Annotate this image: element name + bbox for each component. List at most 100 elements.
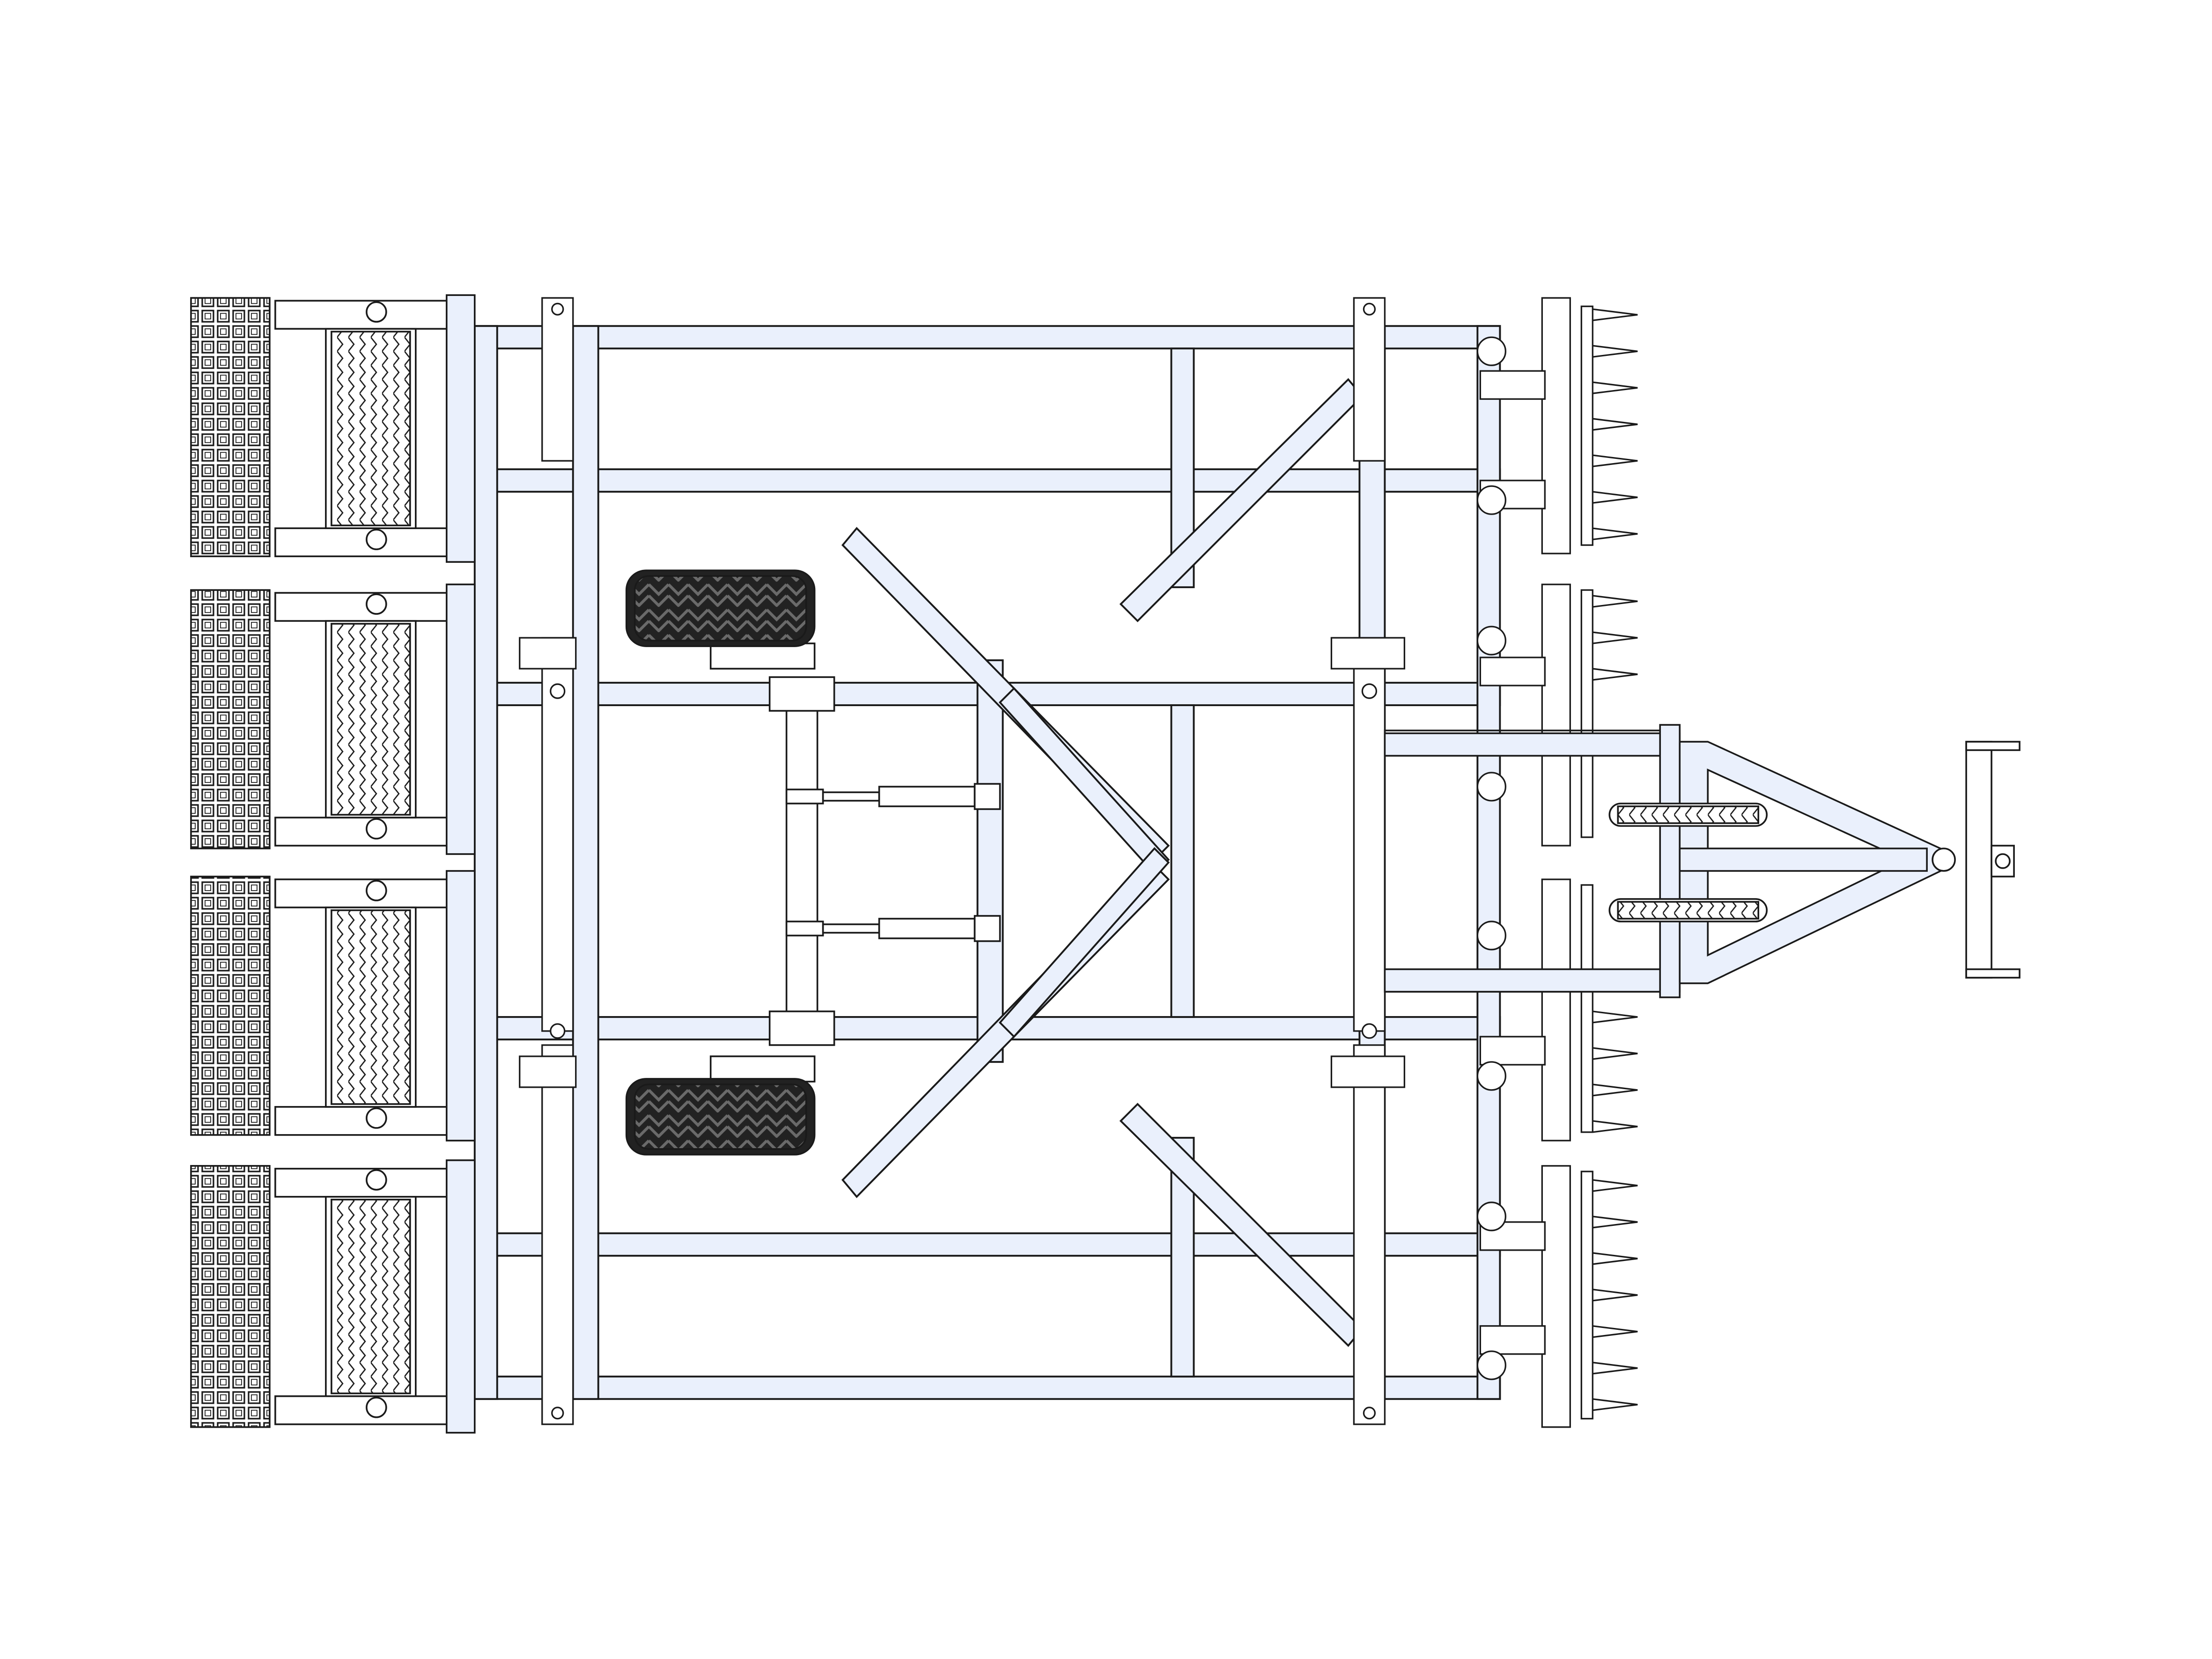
roller-bracket [274, 1395, 453, 1425]
gang-arm [1479, 1325, 1546, 1355]
frame-cross-rear-2 [572, 325, 599, 1400]
bearing-icon [366, 880, 387, 901]
hitch-bar [1965, 741, 1992, 979]
pivot-icon [1476, 336, 1506, 366]
drawbar-eye [1932, 848, 1956, 872]
hitch-plate [1965, 741, 2020, 979]
roller-bracket [274, 527, 453, 557]
bearing-icon [366, 1396, 387, 1418]
roller-end-plate [445, 1159, 476, 1434]
axle-clamp [768, 1010, 835, 1046]
bearing-icon [366, 593, 387, 615]
roller-section [190, 583, 476, 855]
drawbar-crossbar [1679, 848, 1928, 872]
gang-frame [1580, 884, 1593, 1133]
roller-section [190, 870, 476, 1142]
suspension-spring [1608, 803, 1768, 827]
tow-drawbar [1384, 724, 1956, 998]
gang-frame [1541, 878, 1571, 1142]
roller-end-plate [445, 583, 476, 855]
hinge-bracket [1353, 1044, 1386, 1425]
bolt-icon [1361, 683, 1378, 699]
roller-cage [190, 297, 271, 557]
hydraulic-cylinder [785, 915, 1001, 942]
disc-teeth [1593, 1179, 1638, 1411]
brace-bottom-right [1119, 1103, 1364, 1347]
pivot-icon [1476, 921, 1506, 951]
disc-gang [1476, 878, 1638, 1142]
disc-teeth [1593, 1010, 1638, 1133]
gang-frame [1541, 1165, 1571, 1428]
transport-wheel-bottom [625, 1078, 816, 1156]
disc-teeth [1593, 595, 1638, 681]
bearing-icon [366, 301, 387, 323]
brace-center-b [998, 847, 1170, 1038]
roller-bracket [274, 1168, 453, 1198]
frame-beam-top-inner [473, 468, 1501, 493]
gang-frame [1580, 305, 1593, 546]
roller-spiral [331, 909, 411, 1105]
hinge-bracket [541, 637, 574, 1032]
front-disc-gang-sections [1476, 297, 1638, 1428]
bolt-icon [551, 1407, 564, 1420]
roller-bracket [274, 878, 453, 908]
main-frame [473, 325, 1501, 1400]
transport-wheels [625, 569, 1001, 1156]
axle-clamp [768, 676, 835, 712]
bolt-icon [1363, 1407, 1376, 1420]
roller-section [190, 1159, 476, 1434]
roller-spiral [331, 331, 411, 526]
wheel-arm [709, 1055, 816, 1083]
roller-bracket [274, 592, 453, 622]
gang-arm [1479, 1036, 1546, 1066]
bolt-icon [551, 302, 564, 316]
drawbar-rail [1384, 968, 1681, 993]
roller-cage [190, 589, 271, 849]
pivot-icon [1476, 1061, 1506, 1091]
bolt-icon [1361, 1023, 1378, 1039]
hitch-pin-top [1965, 741, 2020, 751]
frame-beam-bottom-outer [473, 1375, 1501, 1400]
transport-wheel-top [625, 569, 816, 647]
disc-teeth [1593, 308, 1638, 540]
bearing-icon [366, 1107, 387, 1129]
frame-hinge-brackets [519, 297, 1406, 1425]
frame-beam-bottom-inner [473, 1232, 1501, 1257]
disc-gang [1476, 583, 1638, 847]
pivot-icon [1476, 1202, 1506, 1231]
bearing-icon [366, 529, 387, 550]
drawbar-mount [1384, 730, 1681, 993]
frame-cross-mid-center [1170, 704, 1195, 1018]
brace-center-a [998, 687, 1170, 875]
roller-spiral [331, 623, 411, 816]
wheel-arm [709, 642, 816, 670]
hydraulic-cylinder [785, 783, 1001, 810]
hinge-bracket [1353, 297, 1386, 462]
drawbar-post [1659, 724, 1681, 998]
pivot-icon [1476, 1350, 1506, 1380]
roller-end-plate [445, 294, 476, 563]
bolt-icon [1363, 302, 1376, 316]
mount-plate [1330, 637, 1406, 670]
mount-plate [1330, 1055, 1406, 1088]
disc-gang [1476, 297, 1638, 554]
gang-frame [1580, 589, 1593, 838]
hitch-pin-bottom [1965, 968, 2020, 979]
gang-frame [1541, 583, 1571, 847]
gang-arm [1479, 370, 1546, 400]
frame-beam-top-outer [473, 325, 1501, 350]
roller-bracket [274, 300, 453, 330]
roller-section [190, 294, 476, 563]
brace-top-right [1119, 378, 1364, 622]
gang-frame [1541, 297, 1571, 554]
roller-cage [190, 1165, 271, 1428]
bearing-icon [366, 818, 387, 840]
hinge-bracket [541, 1044, 574, 1425]
frame-cross-center [976, 659, 1004, 1063]
frame-cross-rear [473, 325, 498, 1400]
gang-frame [1580, 1171, 1593, 1420]
disc-gang [1476, 1165, 1638, 1428]
bolt-icon [550, 1023, 566, 1039]
axle-beam [785, 682, 818, 1040]
